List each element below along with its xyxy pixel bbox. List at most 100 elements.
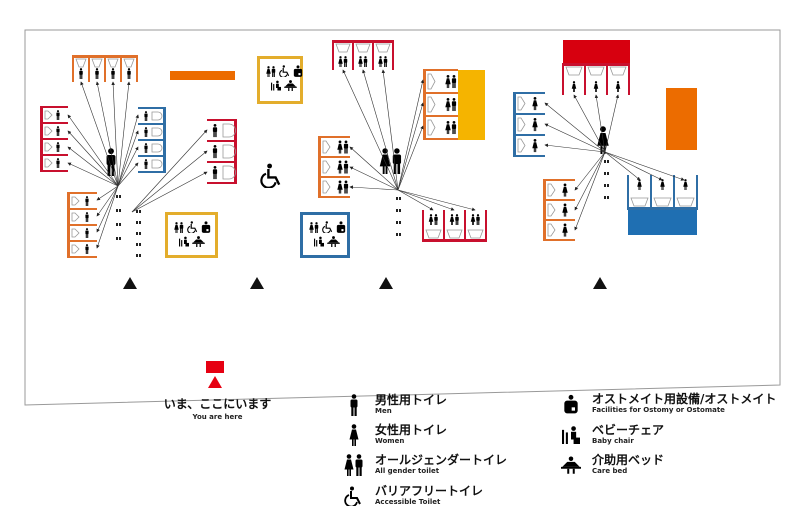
waypoint-dot — [607, 160, 609, 163]
toilet-icon — [0, 11, 556, 197]
stall-wall — [628, 207, 697, 210]
direction-arrow — [381, 69, 399, 191]
toilet-icon — [446, 229, 463, 239]
direction-arrow — [544, 143, 606, 153]
stall-divider — [138, 107, 166, 109]
baby-chair-icon — [562, 426, 580, 444]
stall-divider — [584, 63, 586, 95]
direction-arrow — [604, 94, 620, 153]
waypoint-dot — [139, 243, 141, 246]
waypoint-dot — [136, 232, 138, 235]
stall-divider — [67, 224, 97, 226]
toilet-icon — [123, 58, 135, 68]
direction-arrow — [117, 114, 139, 187]
toilet-icon — [222, 165, 236, 180]
stall-divider — [628, 63, 630, 95]
toilet-icon — [335, 43, 351, 53]
stall-group — [207, 120, 237, 183]
direction-arrow — [131, 171, 208, 213]
accessible-room-wall — [257, 56, 303, 104]
stall-divider — [67, 208, 97, 210]
stall-divider — [88, 55, 90, 82]
toilet-icon — [151, 111, 163, 121]
stall-divider — [40, 122, 68, 124]
direction-triangle — [379, 277, 393, 289]
direction-arrow — [397, 125, 424, 191]
toilet-icon — [653, 197, 672, 207]
direction-arrow — [96, 185, 119, 201]
stall-divider — [464, 210, 466, 242]
direction-arrow — [349, 185, 399, 191]
stall-divider — [67, 256, 97, 258]
direction-arrow — [342, 69, 399, 191]
toilet-icon — [0, 12, 526, 111]
direction-arrow — [117, 146, 139, 187]
waypoint-dot — [604, 172, 606, 175]
stall-divider — [423, 115, 458, 117]
stall-wall — [423, 239, 486, 242]
stall-divider — [513, 92, 545, 94]
partition-block — [666, 88, 697, 150]
partition-block — [458, 70, 485, 140]
stall-divider — [332, 40, 334, 70]
direction-arrow — [131, 129, 208, 213]
accessible-room — [165, 212, 218, 258]
waypoint-dot — [396, 233, 398, 236]
toilet-icon — [222, 144, 236, 159]
direction-arrow — [397, 102, 424, 191]
toilet-icon — [355, 43, 371, 53]
legend-label: オールジェンダートイレ — [375, 453, 508, 467]
stall-divider — [562, 63, 564, 95]
waypoint-dot — [607, 196, 609, 199]
stall-wall — [318, 137, 321, 197]
direction-arrow — [117, 162, 139, 187]
legend-sublabel: Baby chair — [592, 437, 634, 445]
stall-wall — [513, 93, 516, 156]
accessible-room-wall — [300, 212, 350, 258]
toilet-icon — [0, 7, 80, 238]
toilet-icon — [425, 229, 442, 239]
toilet-icon — [0, 12, 526, 153]
toilet-icon — [107, 58, 119, 68]
direction-arrow — [604, 151, 663, 181]
direction-arrow — [397, 189, 455, 211]
waypoint-dot — [139, 210, 141, 213]
stall-divider — [318, 176, 350, 178]
all-gender-icon — [343, 453, 365, 477]
wheelchair-icon — [344, 486, 361, 506]
partition-block — [628, 210, 697, 235]
direction-arrow — [96, 185, 119, 217]
direction-arrow — [544, 102, 606, 153]
stall-divider — [513, 155, 545, 157]
stall-group — [333, 40, 393, 70]
toilet-icon — [0, 11, 556, 217]
waypoint-dot — [136, 221, 138, 224]
direction-triangle — [123, 277, 137, 289]
waypoint-dot — [399, 197, 401, 200]
direction-arrow — [397, 189, 476, 211]
stall-divider — [104, 55, 106, 82]
legend-label: オストメイト用設備/オストメイト — [592, 392, 777, 406]
stall-wall — [423, 70, 426, 139]
toilet-icon — [609, 66, 627, 76]
stall-divider — [318, 196, 350, 198]
direction-arrow — [67, 162, 119, 187]
stall-group — [563, 63, 629, 95]
direction-arrow — [397, 189, 434, 211]
stall-divider — [40, 106, 68, 108]
waypoint-dot — [396, 209, 398, 212]
stall-divider — [627, 175, 629, 210]
direction-arrow — [574, 151, 606, 191]
toilet-icon — [0, 7, 53, 152]
toilet-icon — [0, 14, 436, 113]
toilet-icon — [0, 14, 436, 90]
stall-divider — [513, 134, 545, 136]
toilet-icon — [151, 143, 163, 153]
accessible-room-wall — [165, 212, 218, 258]
direction-arrow — [574, 151, 606, 211]
stall-divider — [120, 55, 122, 82]
legend-sublabel: Accessible Toilet — [375, 498, 441, 506]
